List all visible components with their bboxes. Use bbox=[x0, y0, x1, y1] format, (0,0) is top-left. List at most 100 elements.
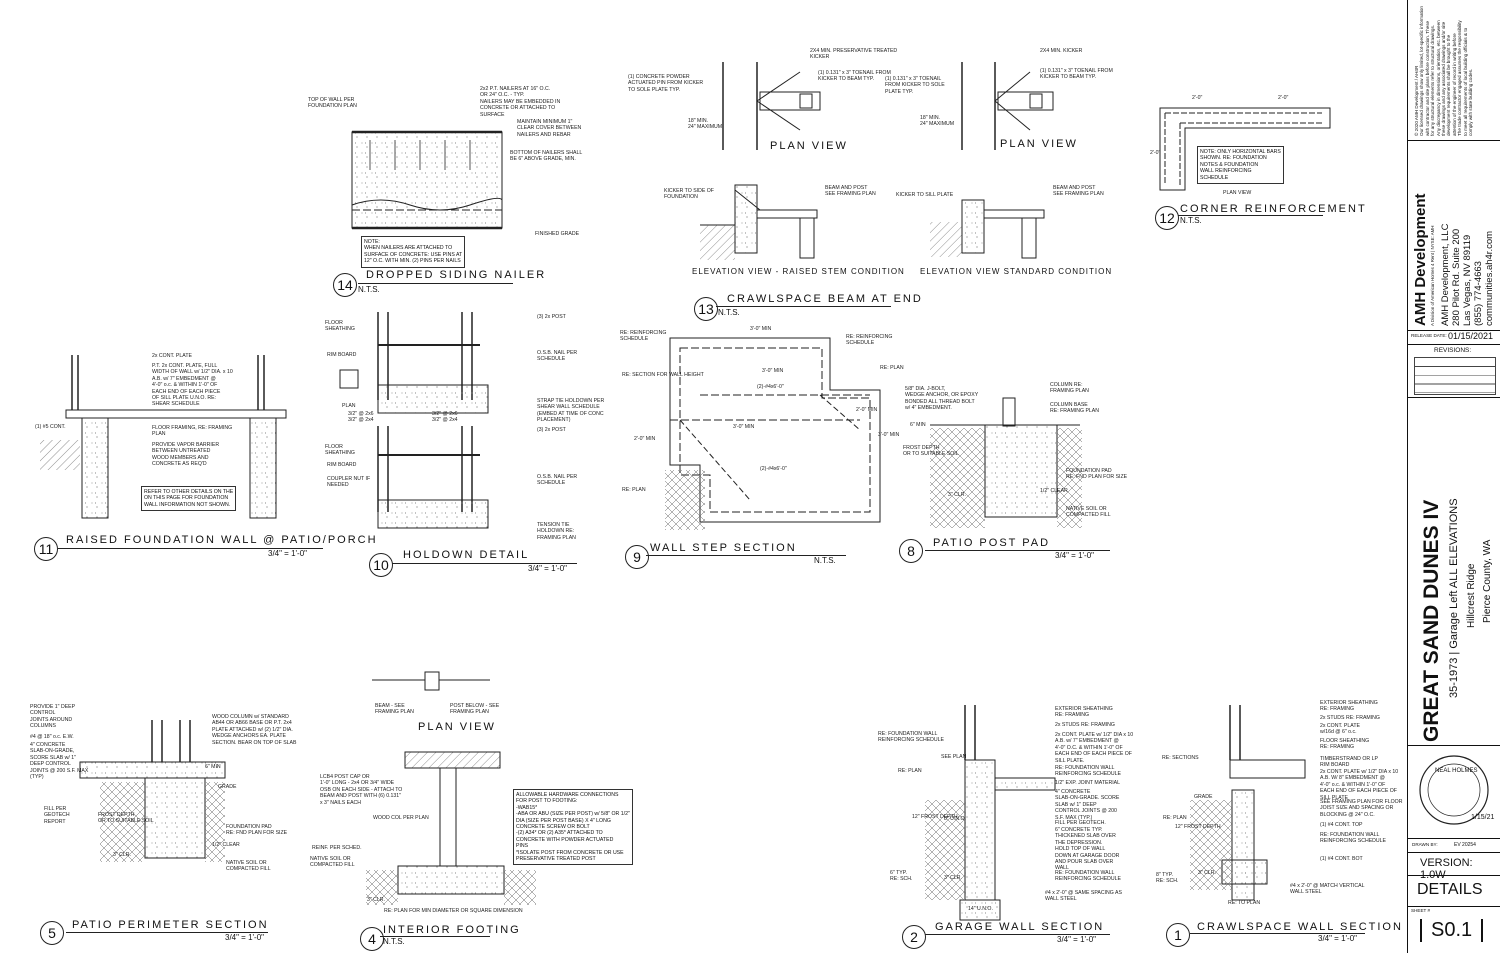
detail-1-note: GRADE bbox=[1194, 794, 1213, 800]
detail-10-note: TENSION TIE HOLDOWN RE: FRAMING PLAN bbox=[537, 522, 576, 541]
detail-1-bubble: 1 bbox=[1166, 923, 1190, 947]
detail-10-note: 3/2" @ 2x6 3/2" @ 2x4 bbox=[348, 411, 374, 424]
detail-9-title: WALL STEP SECTION bbox=[650, 542, 797, 554]
detail-8-note: 1/2" CLEAR bbox=[1040, 488, 1068, 494]
drawn-by-label: DRAWN BY: bbox=[1412, 842, 1438, 847]
detail-4-title: INTERIOR FOOTING bbox=[383, 924, 521, 936]
detail-5-note: FROST DEPTH OR TO SUITABLE SOIL bbox=[98, 812, 154, 825]
detail-13-title: CRAWLSPACE BEAM AT END bbox=[727, 293, 923, 305]
detail-14-note: FINISHED GRADE bbox=[535, 231, 580, 237]
detail-10-note: PLAN bbox=[342, 403, 356, 409]
sheet-title-cell: DETAILS bbox=[1408, 876, 1500, 907]
detail-8-note: FROST DEPTH OR TO SUITABLE SOIL bbox=[903, 445, 959, 458]
detail-1-note: RE: TO PLAN bbox=[1228, 900, 1261, 906]
detail-4-bubble: 4 bbox=[360, 927, 384, 951]
detail-9-note: 2'-0" MIN bbox=[634, 436, 656, 442]
detail-13-note: 18" MIN. 24" MAXIMUM bbox=[688, 118, 723, 131]
copyright-text: © 2020 AMH Development / AH4R Our licens… bbox=[1414, 6, 1474, 136]
revisions-label: REVISIONS: bbox=[1434, 347, 1472, 354]
detail-10-note: (3) 2x POST bbox=[537, 314, 566, 320]
detail-13-plan-left: PLAN VIEW bbox=[770, 140, 848, 152]
copyright-cell: © 2020 AMH Development / AH4R Our licens… bbox=[1408, 0, 1500, 141]
drawn-by-cell: DRAWN BY: EV 20254 bbox=[1408, 839, 1500, 853]
company-line: communities.ah4r.com bbox=[1484, 230, 1495, 326]
detail-14-note: TOP OF WALL PER FOUNDATION PLAN bbox=[308, 97, 357, 110]
company-line: AMH Development, LLC bbox=[1440, 223, 1451, 326]
detail-2-note: SEE PLAN bbox=[941, 754, 967, 760]
detail-11-note: 2x CONT. PLATE bbox=[152, 353, 192, 359]
detail-13-elev-left: ELEVATION VIEW - RAISED STEM CONDITION bbox=[692, 267, 905, 276]
detail-10-note: O.S.B. NAIL PER SCHEDULE bbox=[537, 350, 578, 363]
detail-14-scale: N.T.S. bbox=[358, 285, 380, 294]
detail-12-dim: 2'-0" bbox=[1192, 95, 1203, 101]
company-line: Las Vegas, NV 89119 bbox=[1462, 234, 1473, 326]
detail-2-scale: 3/4" = 1'-0" bbox=[1057, 935, 1097, 944]
detail-2-note: FILL PER GEOTECH. bbox=[1055, 820, 1106, 826]
version-cell: VERSION: 1.0W bbox=[1408, 853, 1500, 881]
detail-1-note: #4 x 2'-0" @ MATCH VERTICAL WALL STEEL bbox=[1290, 883, 1365, 896]
detail-2-note: RE: FOUNDATION WALL REINFORCING SCHEDULE bbox=[1055, 765, 1122, 778]
detail-9-note: 2'-0" MIN bbox=[856, 407, 878, 413]
detail-2-note: RE: PLAN bbox=[898, 768, 922, 774]
detail-10-note: 3/2" @ 2x6 3/2" @ 2x4 bbox=[432, 411, 458, 424]
detail-14-bubble: 14 bbox=[333, 273, 357, 297]
release-date: 01/15/2021 bbox=[1448, 331, 1494, 341]
detail-4-note: REINF. PER SCHED. bbox=[312, 845, 362, 851]
plan-line: 35-1973 | Garage Left ALL ELEVATIONS bbox=[1448, 498, 1460, 698]
detail-5-note: 6" MIN bbox=[205, 764, 221, 770]
detail-4-note: POST BELOW - SEE FRAMING PLAN bbox=[450, 703, 500, 716]
detail-11-note: PROVIDE VAPOR BARRIER BETWEEN UNTREATED … bbox=[152, 442, 220, 468]
detail-2-title: GARAGE WALL SECTION bbox=[935, 921, 1105, 933]
detail-11-bubble: 11 bbox=[34, 537, 58, 561]
detail-4-note: BEAM - SEE FRAMING PLAN bbox=[375, 703, 414, 716]
detail-2-note: 6" TYP. RE: SCH. bbox=[890, 870, 913, 883]
detail-13-note: 2X4 MIN. PRESERVATIVE TREATED KICKER bbox=[810, 48, 898, 61]
project-cell: GREAT SAND DUNES IV 35-1973 | Garage Lef… bbox=[1408, 398, 1500, 746]
detail-2-note: EXTERIOR SHEATHING RE: FRAMING bbox=[1055, 706, 1113, 719]
detail-12-bubble: 12 bbox=[1155, 206, 1179, 230]
detail-9-bubble: 9 bbox=[625, 545, 649, 569]
company-line: (855) 774-4663 bbox=[1473, 261, 1484, 326]
sheet-title: DETAILS bbox=[1417, 881, 1483, 898]
detail-12-boxnote: NOTE: ONLY HORIZONTAL BARS SHOWN. RE: FO… bbox=[1197, 146, 1284, 185]
detail-11-note: P.T. 2x CONT. PLATE, FULL WIDTH OF WALL … bbox=[152, 363, 233, 408]
project-name: GREAT SAND DUNES IV bbox=[1420, 499, 1443, 742]
detail-2-note: 8" U.N.O. bbox=[944, 816, 967, 822]
detail-9-scale: N.T.S. bbox=[814, 556, 836, 565]
detail-8-note: 6" MIN bbox=[910, 422, 926, 428]
detail-2-bubble: 2 bbox=[902, 925, 926, 949]
detail-13-note: (1) 0.131" x 3" TOENAIL FROM KICKER TO S… bbox=[885, 76, 945, 95]
detail-4-plan: PLAN VIEW bbox=[418, 721, 496, 733]
detail-4-note: NATIVE SOIL OR COMPACTED FILL bbox=[310, 856, 355, 869]
detail-1-note: SEE FRAMING PLAN FOR FLOOR JOIST SIZE AN… bbox=[1320, 799, 1403, 818]
sheet-number-cell: SHEET # S0.1 bbox=[1408, 907, 1500, 953]
company-logo: AMH Development bbox=[1412, 193, 1429, 326]
detail-9-note: RE: PLAN bbox=[622, 487, 646, 493]
detail-5-note: 4" CONCRETE SLAB-ON-GRADE, SCORE SLAB w/… bbox=[30, 742, 89, 781]
detail-11-boxnote: REFER TO OTHER DETAILS ON THE ON THIS PA… bbox=[141, 486, 237, 512]
detail-12-scale: N.T.S. bbox=[1180, 216, 1202, 225]
detail-13-note: (1) 0.131" x 3" TOENAIL FROM KICKER TO B… bbox=[818, 70, 891, 83]
detail-5-note: PROVIDE 1" DEEP CONTROL JOINTS AROUND CO… bbox=[30, 704, 76, 730]
detail-13-note: BEAM AND POST SEE FRAMING PLAN bbox=[1053, 185, 1104, 198]
detail-13-note: KICKER TO SIDE OF FOUNDATION bbox=[664, 188, 714, 201]
detail-4-note: WOOD COL PER PLAN bbox=[373, 815, 429, 821]
company-line: 280 Pilot Rd. Suite 200 bbox=[1451, 228, 1462, 326]
detail-10-note: FLOOR SHEATHING bbox=[325, 444, 355, 457]
detail-1-note: RE: FOUNDATION WALL REINFORCING SCHEDULE bbox=[1320, 832, 1387, 845]
detail-11-title: RAISED FOUNDATION WALL @ PATIO/PORCH bbox=[66, 534, 378, 546]
version-label: VERSION: 1.0W bbox=[1420, 857, 1473, 881]
detail-2-note: 4" CONCRETE SLAB-ON-GRADE. SCORE SLAB w/… bbox=[1055, 789, 1120, 821]
detail-1-note: (1) #4 CONT. TOP bbox=[1320, 822, 1363, 828]
sheet-label: SHEET # bbox=[1411, 908, 1431, 913]
detail-13-plan-right: PLAN VIEW bbox=[1000, 138, 1078, 150]
detail-5-note: #4 @ 18" o.c. E.W. bbox=[30, 734, 74, 740]
detail-9-note: 3'-0" MIN bbox=[878, 432, 900, 438]
detail-1-note: 2x STUDS RE: FRAMING bbox=[1320, 715, 1380, 721]
detail-11-scale: 3/4" = 1'-0" bbox=[268, 549, 308, 558]
detail-8-note: 5/8" DIA. J-BOLT, WEDGE ANCHOR, OR EPOXY… bbox=[905, 386, 979, 412]
release-cell: RELEASE DATE: 01/15/2021 bbox=[1408, 330, 1500, 345]
detail-1-note: 3" CLR. bbox=[1198, 870, 1216, 876]
detail-8-bubble: 8 bbox=[899, 539, 923, 563]
